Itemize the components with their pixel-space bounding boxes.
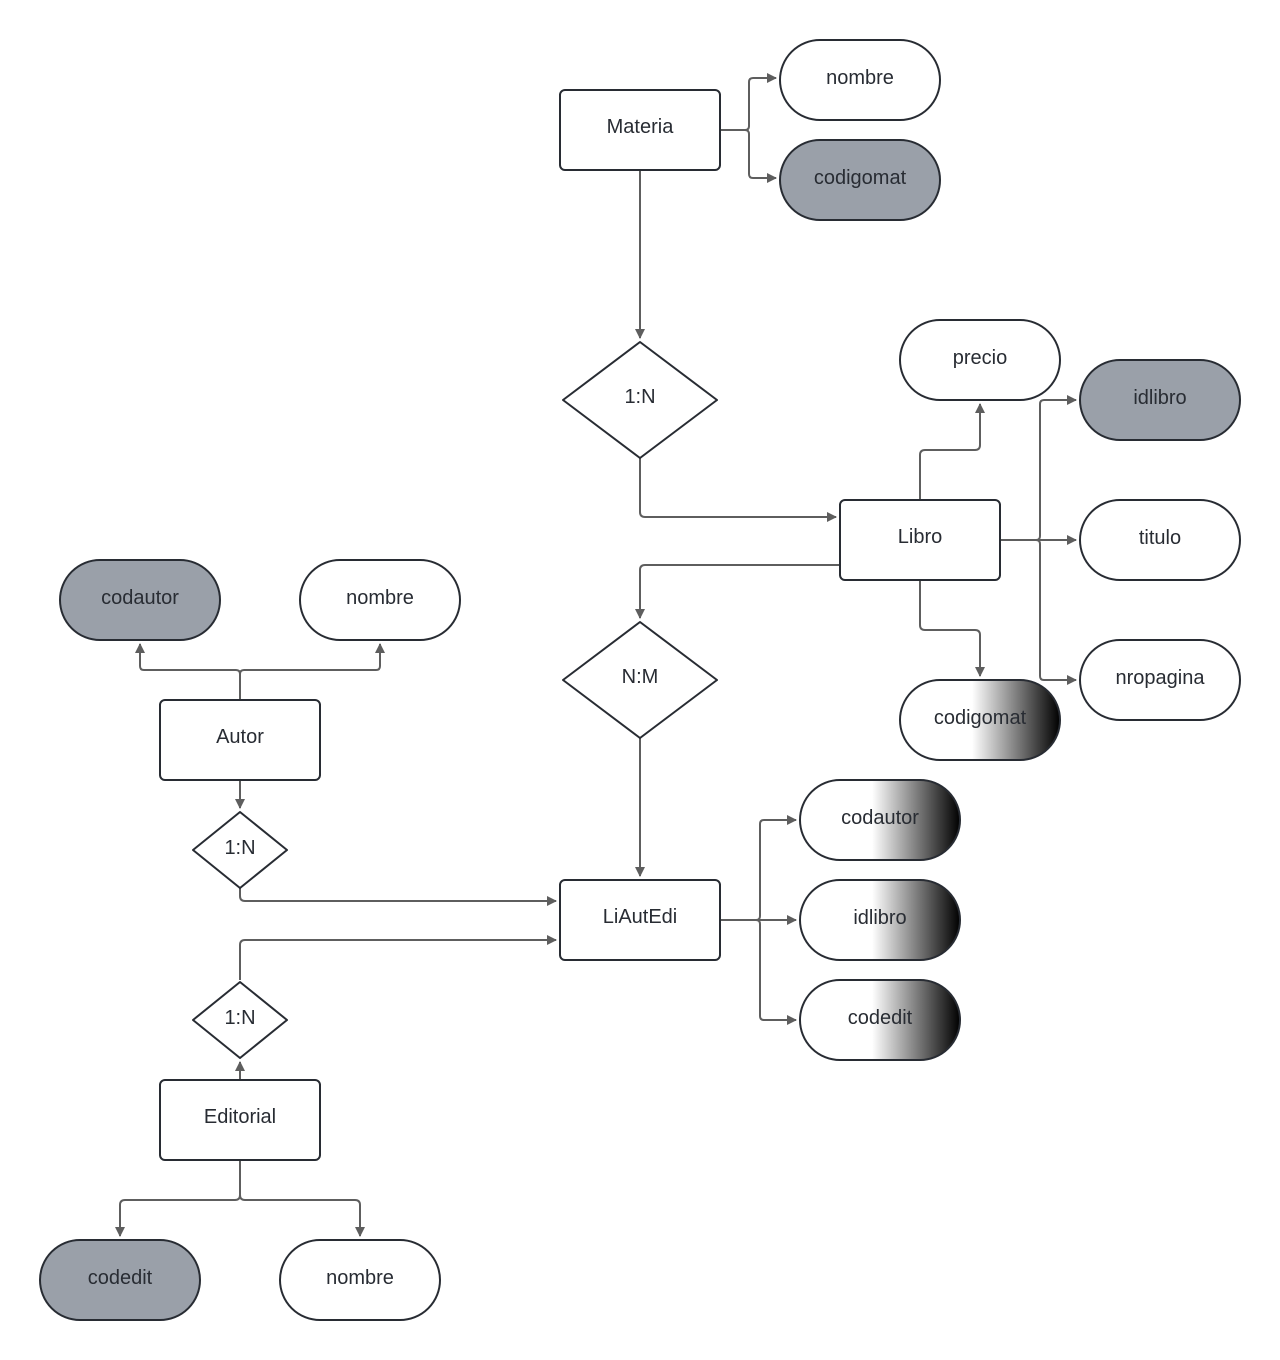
attribute-label: idlibro [1133,387,1186,409]
edge-materia-nombre [720,73,777,131]
entity-autor[interactable]: Autor [159,699,321,781]
attribute-label: nombre [346,587,414,609]
attribute-editorial-codedit-pk[interactable]: codedit [39,1239,201,1321]
entity-label: Libro [898,526,942,548]
entities-layer: Materia Libro Autor LiAutEdi Editorial [159,89,1001,1161]
attribute-label: codigomat [934,707,1027,729]
relationship-label: 1:N [624,386,655,408]
relationship-editorial-liautedi[interactable]: 1:N [192,981,288,1059]
attribute-liautedi-codautor-fk[interactable]: codautor [799,779,961,861]
attribute-liautedi-codedit-fk[interactable]: codedit [799,979,961,1061]
attribute-label: codautor [841,807,919,829]
entity-label: LiAutEdi [603,906,678,928]
edge-autor-nombre [239,643,385,700]
relationship-materia-libro[interactable]: 1:N [562,341,718,459]
edge-rel2-liautedi [239,888,557,906]
entity-liautedi[interactable]: LiAutEdi [559,879,721,961]
attribute-libro-idlibro-pk[interactable]: idlibro [1079,359,1241,441]
relationship-label: N:M [622,666,659,688]
attribute-libro-precio[interactable]: precio [899,319,1061,401]
relationship-libro-liautedi[interactable]: N:M [562,621,718,739]
relationship-label: 1:N [224,837,255,859]
attribute-label: codedit [848,1007,913,1029]
attribute-label: titulo [1139,527,1181,549]
entity-libro[interactable]: Libro [839,499,1001,581]
edge-editorial-nombre [239,1160,365,1237]
edge-liautedi-codedit [720,919,797,1025]
attribute-label: nropagina [1116,667,1206,689]
edge-liautedi-codautor [720,815,797,921]
edge-libro-relnm [635,564,840,619]
entity-label: Autor [216,726,264,748]
edge-libro-codigomat [919,580,985,677]
edge-libro-nropagina [1000,539,1077,685]
attribute-autor-nombre[interactable]: nombre [299,559,461,641]
edges-layer [115,73,1077,1237]
attribute-materia-codigomat-pk[interactable]: codigomat [779,139,941,221]
attribute-label: idlibro [853,907,906,929]
attribute-editorial-nombre[interactable]: nombre [279,1239,441,1321]
attribute-label: nombre [326,1267,394,1289]
attributes-layer: nombre codigomat precio idlibro titulo n… [39,39,1241,1321]
entity-label: Editorial [204,1106,276,1128]
relationships-layer: 1:N N:M 1:N 1:N [192,341,718,1059]
attribute-liautedi-idlibro-fk[interactable]: idlibro [799,879,961,961]
edge-libro-idlibro [1000,395,1077,541]
attribute-label: codautor [101,587,179,609]
relationship-label: 1:N [224,1007,255,1029]
attribute-libro-titulo[interactable]: titulo [1079,499,1241,581]
entity-materia[interactable]: Materia [559,89,721,171]
attribute-libro-nropagina[interactable]: nropagina [1079,639,1241,721]
relationship-autor-liautedi[interactable]: 1:N [192,811,288,889]
attribute-label: codedit [88,1267,153,1289]
edge-autor-codautor [135,643,241,700]
attribute-libro-codigomat-fk[interactable]: codigomat [899,679,1061,761]
entity-editorial[interactable]: Editorial [159,1079,321,1161]
attribute-label: precio [953,347,1007,369]
entity-label: Materia [607,116,675,138]
attribute-label: nombre [826,67,894,89]
attribute-autor-codautor-pk[interactable]: codautor [59,559,221,641]
edge-rel1-libro [639,458,837,522]
edge-libro-precio [919,403,985,500]
attribute-materia-nombre[interactable]: nombre [779,39,941,121]
attribute-label: codigomat [814,167,907,189]
edge-editorial-codedit [115,1160,241,1237]
edge-rel3-liautedi [239,935,557,980]
edge-materia-codigomat [720,129,777,183]
